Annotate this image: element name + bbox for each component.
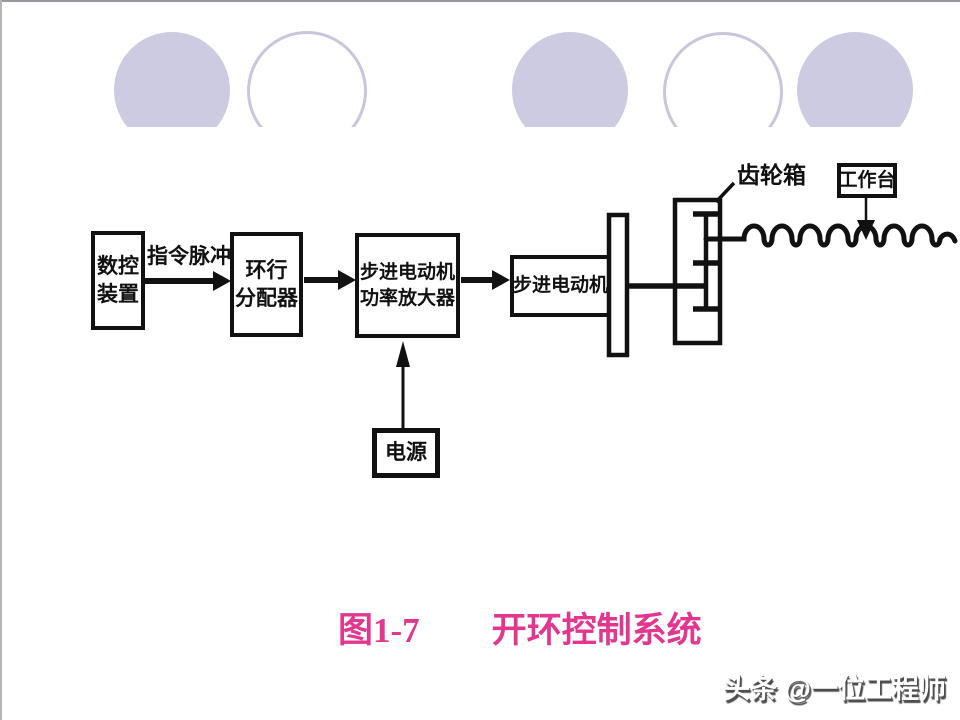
block-worktable-label: 工作台 [838, 169, 896, 191]
block-amplifier-line1: 步进电动机 [359, 262, 455, 284]
watermark-text: 头条 @一位工程师 [723, 674, 946, 704]
block-power-supply: 电源 [372, 428, 440, 478]
slide-left-border [0, 0, 2, 720]
arrow-amplifier-to-motor [461, 270, 510, 290]
block-amplifier-line2: 功率放大器 [359, 287, 455, 309]
slide-top-border [0, 0, 960, 2]
arrow-power-to-amplifier [396, 341, 410, 428]
block-cnc-device: 数控 装置 [91, 231, 145, 330]
block-motor-label: 步进电动机 [513, 275, 609, 297]
arrow-cnc-to-distributor [145, 271, 231, 291]
decor-circle-outline-1 [247, 31, 367, 127]
block-distributor-line2: 分配器 [235, 286, 298, 310]
gearbox-body [672, 197, 723, 346]
gearbox-leader-line [714, 181, 736, 204]
figure-title: 开环控制系统 [491, 611, 702, 650]
figure-caption: 图1-7 开环控制系统 [338, 602, 702, 653]
block-power-label: 电源 [385, 441, 427, 465]
arrow-distributor-to-amplifier [304, 270, 356, 290]
motor-coupling-bar [606, 212, 630, 358]
block-cnc-line1: 数控 [97, 254, 139, 278]
block-cnc-line2: 装置 [97, 282, 139, 306]
block-distributor-line1: 环行 [245, 258, 288, 282]
decor-circle-outline-2 [663, 32, 783, 127]
block-power-amplifier: 步进电动机 功率放大器 [355, 233, 460, 338]
decorative-circle-band [0, 0, 960, 127]
gearbox-label: 齿轮箱 [737, 162, 806, 188]
decor-circle-filled-3 [797, 32, 913, 127]
gear-train-symbol [693, 211, 720, 312]
figure-number: 图1-7 [338, 611, 420, 650]
decor-circle-filled-1 [114, 32, 230, 127]
command-pulse-label: 指令脉冲 [147, 245, 231, 268]
block-stepper-motor: 步进电动机 [510, 255, 609, 317]
leadscrew-wave [703, 223, 958, 248]
block-ring-distributor: 环行 分配器 [230, 232, 303, 337]
block-worktable: 工作台 [837, 163, 897, 198]
decor-circle-filled-2 [512, 32, 628, 127]
leadscrew-nut-symbol [857, 220, 875, 240]
